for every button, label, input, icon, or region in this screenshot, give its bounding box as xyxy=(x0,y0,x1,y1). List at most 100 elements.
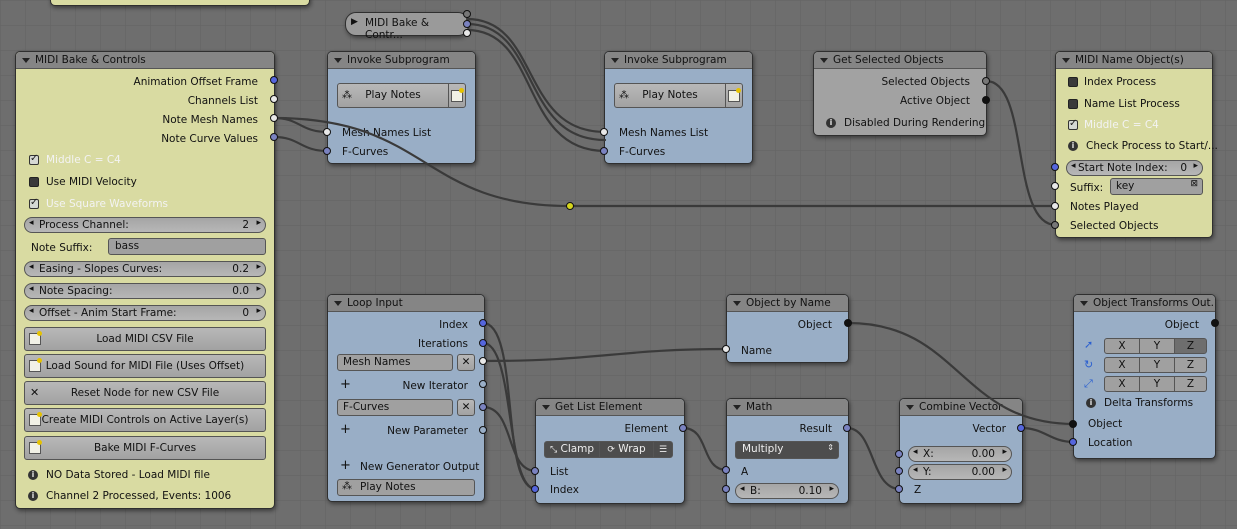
socket-start-note-index[interactable] xyxy=(1051,163,1059,171)
node-header[interactable]: Math xyxy=(727,399,848,416)
socket-loop-f-curves[interactable] xyxy=(479,403,487,411)
socket-get-list-list[interactable] xyxy=(531,467,539,475)
loop-subprogram-field[interactable]: ⁂ Play Notes xyxy=(337,479,475,496)
node-header[interactable]: MIDI Bake & Controls xyxy=(16,52,274,69)
node-header[interactable]: Object by Name xyxy=(727,295,848,312)
iterator-mesh-names[interactable]: Mesh Names xyxy=(337,354,453,371)
load-midi-csv-button[interactable]: Load MIDI CSV File xyxy=(24,327,266,351)
node-midi-bake-controls[interactable]: MIDI Bake & Controls Animation Offset Fr… xyxy=(15,51,275,509)
clear-icon[interactable]: ⊠ xyxy=(1190,179,1198,189)
reset-node-button[interactable]: ✕ Reset Node for new CSV File xyxy=(24,381,266,405)
input-x-field[interactable]: X: 0.00 xyxy=(908,446,1012,462)
socket-invoke2-mesh-names[interactable] xyxy=(600,128,608,136)
plus-icon[interactable]: + xyxy=(340,458,351,473)
reroute-socket[interactable] xyxy=(463,20,471,28)
reroute-point[interactable] xyxy=(566,202,574,210)
process-channel-field[interactable]: Process Channel: 2 xyxy=(24,217,266,233)
collapse-icon[interactable] xyxy=(22,57,30,63)
socket-get-list-index[interactable] xyxy=(531,485,539,493)
new-generator-output-button[interactable]: New Generator Output xyxy=(360,461,480,473)
rotation-y-toggle[interactable]: Y xyxy=(1139,357,1175,373)
collapse-icon[interactable] xyxy=(820,57,828,63)
node-header[interactable]: Object Transforms Out... xyxy=(1074,295,1215,312)
plus-icon[interactable]: + xyxy=(340,377,351,392)
socket-animation-offset[interactable] xyxy=(270,76,278,84)
input-y-field[interactable]: Y: 0.00 xyxy=(908,464,1012,480)
collapse-icon[interactable] xyxy=(611,57,619,63)
node-object-transforms-output[interactable]: Object Transforms Out... Object ➚ X Y Z … xyxy=(1073,294,1216,459)
socket-loop-mesh-names[interactable] xyxy=(479,357,487,365)
socket-combine-y[interactable] xyxy=(895,467,903,475)
collapse-icon[interactable] xyxy=(1080,300,1088,306)
scale-x-toggle[interactable]: X xyxy=(1104,376,1140,392)
node-loop-input[interactable]: Loop Input Index Iterations Mesh Names ✕… xyxy=(327,294,485,502)
node-header[interactable]: Get Selected Objects xyxy=(814,52,986,69)
list-mode-button[interactable]: ☰ xyxy=(653,441,673,458)
clamp-toggle[interactable]: ⤡ Clamp xyxy=(544,441,600,458)
square-waveforms-checkbox[interactable] xyxy=(29,197,39,209)
scale-y-toggle[interactable]: Y xyxy=(1139,376,1175,392)
midi-velocity-checkbox[interactable] xyxy=(29,177,39,187)
suffix-input[interactable]: key ⊠ xyxy=(1110,178,1203,195)
socket-note-mesh-names[interactable] xyxy=(270,114,278,122)
reroute-socket[interactable] xyxy=(463,29,471,37)
remove-parameter-button[interactable]: ✕ xyxy=(457,399,475,416)
collapse-icon[interactable] xyxy=(906,404,914,410)
socket-loop-iterations[interactable] xyxy=(479,339,487,347)
plus-icon[interactable]: + xyxy=(340,422,351,437)
socket-object-by-name-in[interactable] xyxy=(722,345,730,353)
socket-channels-list[interactable] xyxy=(270,95,278,103)
node-header[interactable]: Loop Input xyxy=(328,295,484,312)
input-b-field[interactable]: B: 0.10 xyxy=(735,483,839,499)
socket-loop-new-iterator[interactable] xyxy=(479,380,487,388)
new-parameter-button[interactable]: New Parameter xyxy=(387,425,468,437)
socket-math-result[interactable] xyxy=(843,424,851,432)
index-process-checkbox[interactable] xyxy=(1068,77,1078,87)
node-math[interactable]: Math Result Multiply ⇕ A B: 0.10 xyxy=(726,398,849,504)
node-object-by-name[interactable]: Object by Name Object Name xyxy=(726,294,849,363)
socket-transforms-location[interactable] xyxy=(1069,438,1077,446)
subprogram-selector[interactable]: ⁂ Play Notes xyxy=(337,83,449,108)
scale-z-toggle[interactable]: Z xyxy=(1174,376,1207,392)
node-header[interactable]: Invoke Subprogram xyxy=(605,52,752,69)
socket-note-curve-values[interactable] xyxy=(270,133,278,141)
socket-selected-objects[interactable] xyxy=(982,77,990,85)
socket-suffix[interactable] xyxy=(1051,182,1059,190)
new-subprogram-button[interactable] xyxy=(725,83,743,108)
socket-combine-x[interactable] xyxy=(895,450,903,458)
offset-field[interactable]: Offset - Anim Start Frame: 0 xyxy=(24,305,266,321)
location-z-toggle[interactable]: Z xyxy=(1174,338,1207,354)
start-note-index-field[interactable]: Start Note Index: 0 xyxy=(1066,160,1203,176)
node-get-list-element[interactable]: Get List Element Element ⤡ Clamp ⟳ Wrap … xyxy=(535,398,685,504)
rotation-x-toggle[interactable]: X xyxy=(1104,357,1140,373)
expand-triangle-icon[interactable]: ▶ xyxy=(351,17,358,27)
socket-selected-objects-in[interactable] xyxy=(1051,221,1059,229)
note-spacing-field[interactable]: Note Spacing: 0.0 xyxy=(24,283,266,299)
node-header[interactable]: Invoke Subprogram xyxy=(328,52,475,69)
operation-dropdown[interactable]: Multiply ⇕ xyxy=(735,441,839,459)
socket-combine-z[interactable] xyxy=(895,485,903,493)
socket-transforms-object-out[interactable] xyxy=(1211,319,1219,327)
location-y-toggle[interactable]: Y xyxy=(1139,338,1175,354)
socket-math-a[interactable] xyxy=(722,466,730,474)
new-iterator-button[interactable]: New Iterator xyxy=(402,380,468,392)
socket-loop-new-parameter[interactable] xyxy=(479,426,487,434)
socket-combine-vector[interactable] xyxy=(1017,424,1025,432)
socket-object-by-name-out[interactable] xyxy=(844,319,852,327)
name-list-process-checkbox[interactable] xyxy=(1068,99,1078,109)
rotation-z-toggle[interactable]: Z xyxy=(1174,357,1207,373)
offscreen-node[interactable] xyxy=(50,0,310,6)
node-invoke-subprogram-2[interactable]: Invoke Subprogram ⁂ Play Notes Mesh Name… xyxy=(604,51,753,164)
socket-get-list-element[interactable] xyxy=(679,424,687,432)
socket-transforms-object-in[interactable] xyxy=(1069,420,1077,428)
collapse-icon[interactable] xyxy=(733,300,741,306)
collapse-icon[interactable] xyxy=(733,404,741,410)
socket-invoke1-f-curves[interactable] xyxy=(323,147,331,155)
parameter-f-curves[interactable]: F-Curves xyxy=(337,399,453,416)
subprogram-selector[interactable]: ⁂ Play Notes xyxy=(614,83,726,108)
socket-invoke1-mesh-names[interactable] xyxy=(323,128,331,136)
node-midi-name-objects[interactable]: MIDI Name Object(s) Index Process Name L… xyxy=(1055,51,1218,238)
create-midi-controls-button[interactable]: Create MIDI Controls on Active Layer(s) xyxy=(24,408,266,432)
reroute-socket[interactable] xyxy=(463,10,471,18)
easing-field[interactable]: Easing - Slopes Curves: 0.2 xyxy=(24,261,266,277)
